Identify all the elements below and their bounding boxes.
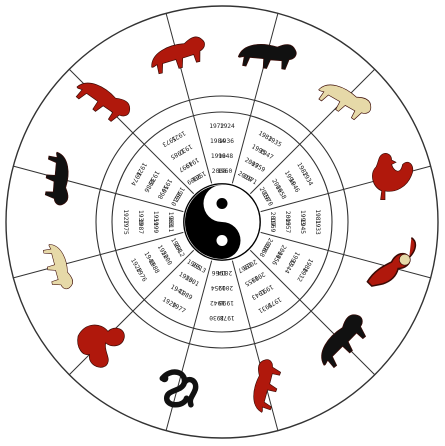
year-label: 1993: [299, 210, 306, 225]
animal-body: [147, 35, 208, 75]
monkey-icon: [367, 238, 415, 286]
year-label: 1990: [219, 299, 234, 306]
animal-body: [372, 153, 412, 199]
year-label: 2011: [167, 217, 174, 232]
year-label: 1984: [210, 138, 225, 145]
year-label: 2000: [160, 250, 174, 267]
animal-body: [314, 74, 374, 127]
year-label: 1974: [129, 170, 143, 187]
rooster-icon: [372, 153, 412, 199]
sector-divider: [250, 250, 374, 374]
year-label: 1989: [177, 288, 194, 302]
animal-body: [399, 254, 410, 265]
pig-icon: [237, 36, 298, 74]
year-label: 1996: [211, 153, 226, 160]
year-label: 2001: [184, 275, 201, 289]
year-label: 2002: [218, 284, 233, 291]
year-label: 2012: [172, 242, 186, 259]
snake-icon: [161, 372, 196, 405]
year-label: 2005: [284, 211, 291, 226]
year-label: 1975: [122, 220, 129, 235]
tiger-icon: [41, 151, 76, 206]
yin-yang-icon: [184, 184, 260, 260]
year-label: 1977: [170, 301, 187, 315]
year-label: 1978: [220, 314, 235, 321]
animal-body: [41, 151, 76, 206]
year-label: 1999: [152, 218, 159, 233]
year-label: 1987: [137, 219, 144, 234]
year-label: 1998: [156, 184, 170, 201]
dog-icon: [314, 74, 374, 127]
year-label: 2014: [217, 269, 232, 276]
animal-body: [43, 242, 74, 292]
animal-body: [244, 357, 286, 414]
ox-icon: [72, 71, 134, 129]
year-label: 2013: [191, 261, 208, 275]
year-label: 2017: [269, 212, 276, 227]
year-label: 1976: [134, 267, 148, 284]
year-label: 1972: [209, 123, 224, 130]
year-label: 1986: [142, 177, 156, 194]
rabbit-icon: [43, 242, 74, 292]
year-label: 2010: [169, 191, 183, 208]
year-label: 1985: [169, 147, 186, 161]
year-label: 2009: [185, 172, 202, 186]
year-label: 1981: [314, 209, 321, 224]
sector-divider: [69, 250, 193, 374]
rat-icon: [147, 35, 208, 75]
year-label: 1973: [161, 134, 178, 148]
dragon-icon: [78, 325, 125, 367]
year-label: 2008: [212, 168, 227, 175]
year-label: 1988: [147, 258, 161, 275]
animal-body: [72, 71, 134, 129]
year-label: 1997: [177, 160, 194, 174]
animal-body: [161, 375, 169, 383]
animal-body: [78, 325, 125, 367]
horse-icon: [244, 357, 286, 414]
sector-divider: [250, 69, 374, 193]
animal-body: [237, 36, 298, 74]
